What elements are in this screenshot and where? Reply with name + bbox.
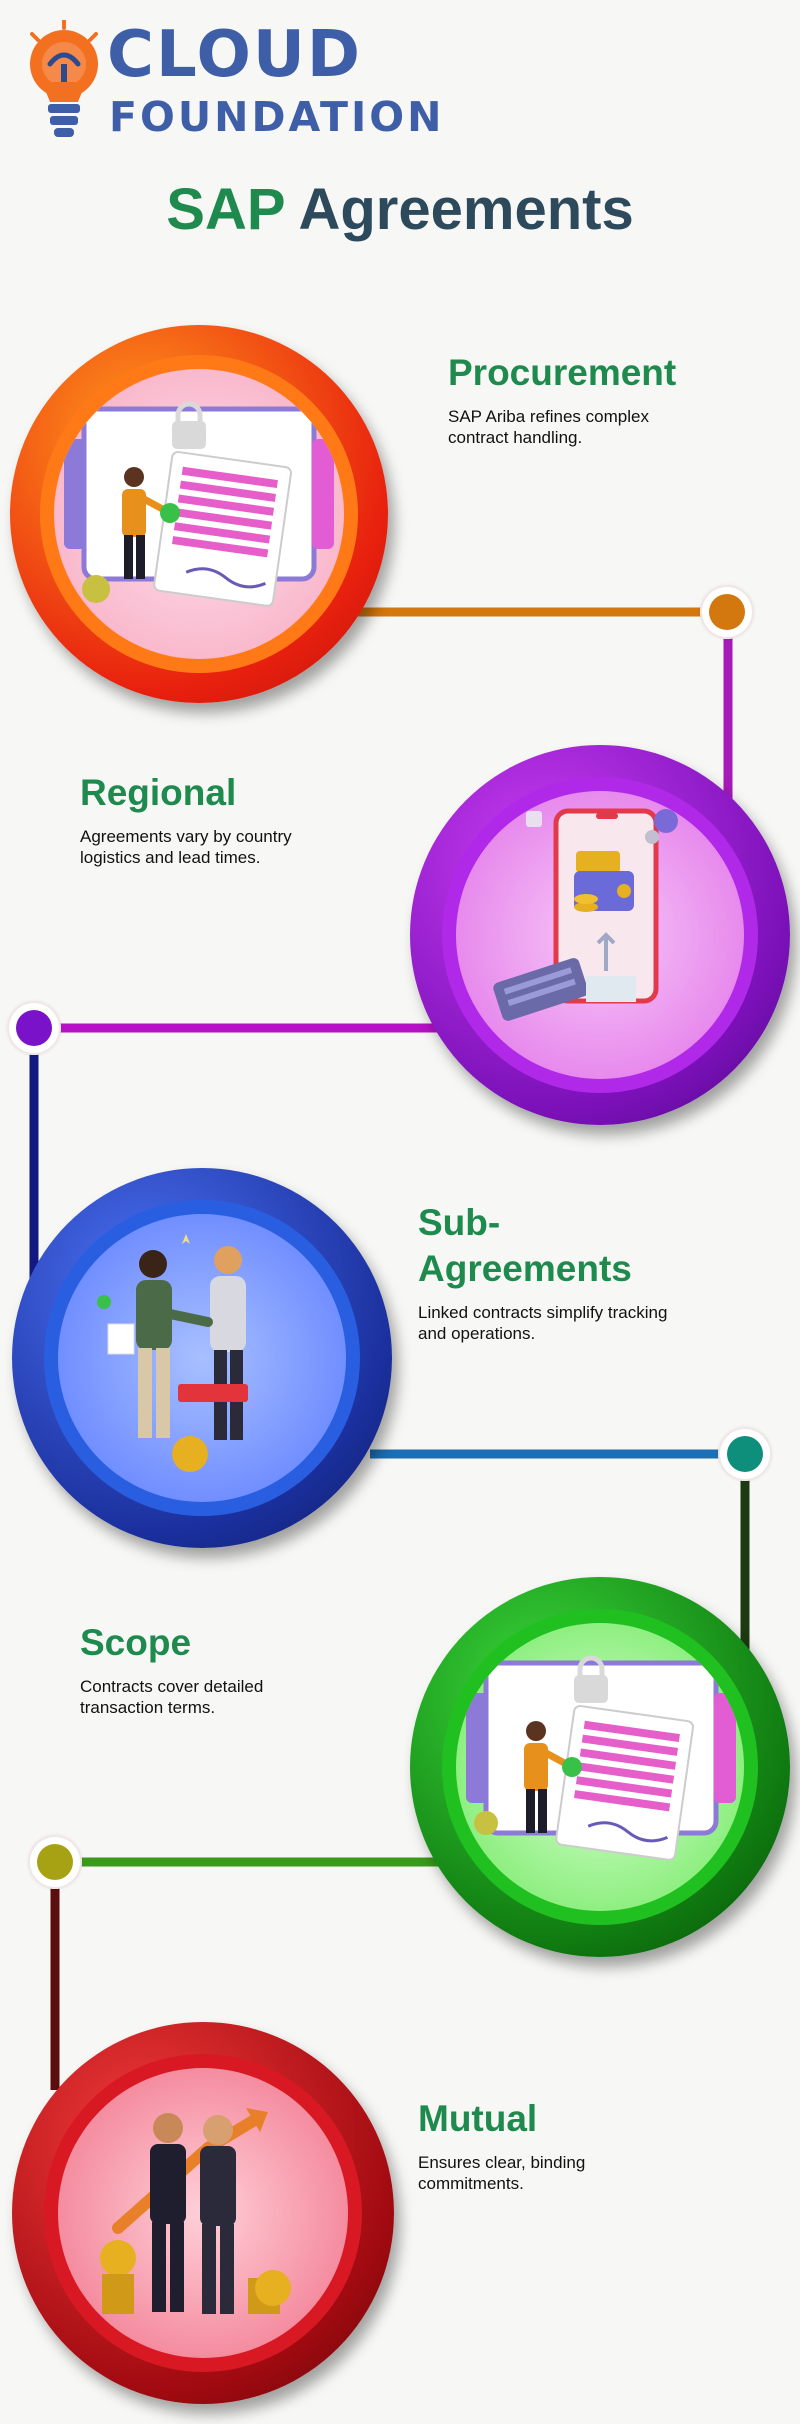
person-left: [150, 2113, 186, 2312]
puzzle-icon: [526, 811, 542, 827]
mobile-wallet-illustration: [493, 808, 678, 1021]
title-part-1: SAP: [166, 177, 285, 242]
lightbulb-icon: [30, 20, 98, 137]
person-left: [107, 1250, 172, 1438]
coin-stack-right: [248, 2270, 291, 2314]
signature-document-illustration: [64, 401, 334, 607]
coin-stack-left: [100, 2240, 136, 2314]
section-2-heading: Regional: [80, 772, 237, 813]
handshake-illustration: [97, 1234, 248, 1472]
section-5-heading: Mutual: [418, 2098, 538, 2139]
lock-icon: [574, 1655, 608, 1703]
section-regional: Regional Agreements vary by country logi…: [80, 770, 380, 868]
signature-document-illustration: [466, 1655, 736, 1861]
illustration-circle-2: [410, 745, 790, 1125]
section-procurement: Procurement SAP Ariba refines complex co…: [448, 350, 748, 448]
illustration-circle-3: [12, 1168, 392, 1548]
brand-line-1: CLOUD: [107, 18, 362, 92]
node-dot-4: [37, 1844, 73, 1880]
timeline-node-2: [7, 1001, 61, 1055]
section-mutual: Mutual Ensures clear, binding commitment…: [418, 2096, 718, 2194]
section-5-description: Ensures clear, binding commitments.: [418, 2153, 586, 2193]
illustration-circle-1: [10, 325, 388, 703]
section-4-heading: Scope: [80, 1622, 192, 1663]
node-dot-2: [16, 1010, 52, 1046]
section-2-description: Agreements vary by country logistics and…: [80, 827, 292, 867]
title-part-2: Agreements: [298, 177, 634, 242]
timeline-node-3: [718, 1427, 772, 1481]
illustration-circle-4: [410, 1577, 790, 1957]
person-right: [200, 2115, 236, 2314]
person-right: [210, 1246, 246, 1440]
node-dot-1: [709, 594, 745, 630]
brand-line-2: FOUNDATION: [109, 93, 445, 141]
section-sub-agreements: Sub-Agreements Linked contracts simplify…: [418, 1200, 667, 1344]
timeline-node-1: [700, 585, 754, 639]
gear-icon: [645, 809, 678, 844]
section-scope: Scope Contracts cover detailed transacti…: [80, 1620, 380, 1718]
page-title: SAP Agreements: [0, 175, 800, 245]
business-partners-illustration: [100, 2108, 291, 2314]
section-3-description: Linked contracts simplify tracking and o…: [418, 1303, 668, 1343]
brand-logo: CLOUD FOUNDATION: [22, 20, 482, 150]
section-3-heading: Sub-Agreements: [418, 1202, 632, 1289]
lock-icon: [172, 401, 206, 449]
illustration-circle-5: [12, 2022, 394, 2404]
section-1-heading: Procurement: [448, 352, 677, 393]
section-4-description: Contracts cover detailed transaction ter…: [80, 1677, 264, 1717]
timeline-node-4: [28, 1835, 82, 1889]
person-figure: [122, 467, 168, 579]
section-1-description: SAP Ariba refines complex contract handl…: [448, 407, 649, 447]
node-dot-3: [727, 1436, 763, 1472]
